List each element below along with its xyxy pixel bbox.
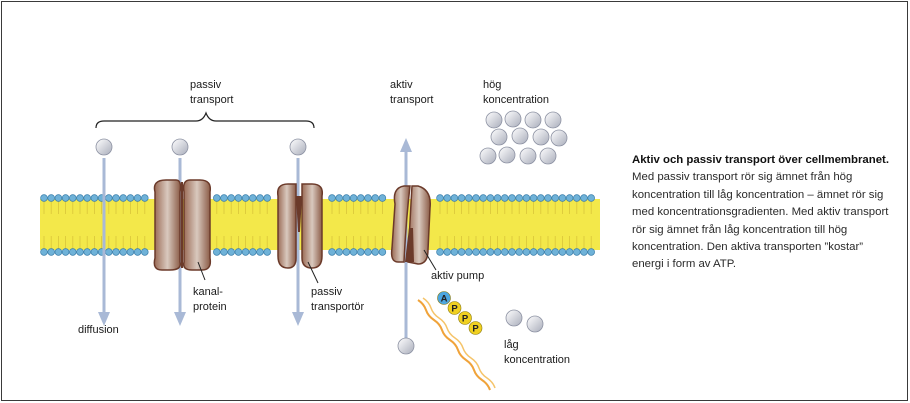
caption-title: Aktiv och passiv transport över cellmemb… [632, 154, 890, 166]
channel-protein-label: kanal- protein [193, 286, 227, 313]
passive-transporter-label: passiv transportör [311, 286, 365, 313]
active-pump-label: aktiv pump [431, 270, 485, 282]
lipid-heads-bottom [40, 248, 595, 256]
atp-adenosine: A [437, 291, 451, 305]
low-concentration-molecules [505, 309, 544, 333]
atp-phosphate: P [458, 311, 472, 325]
molecule-icon [397, 337, 415, 355]
figure-caption: Aktiv och passiv transport över cellmemb… [632, 152, 894, 274]
transporter-arrow-icon [292, 158, 304, 326]
diffusion-label: diffusion [78, 324, 119, 336]
atp-letter: A [441, 294, 448, 305]
atp-phosphate: P [468, 321, 483, 335]
molecule-icon [289, 138, 307, 156]
passive-transporter [276, 183, 324, 269]
active-pump [390, 185, 431, 265]
channel-label-pointer [197, 261, 206, 281]
caption-body: Med passiv transport rör sig ämnet från … [632, 171, 889, 271]
high-concentration-molecules [479, 110, 568, 165]
pump-label-pointer [423, 249, 437, 271]
active-arrow-icon [400, 138, 412, 343]
passive-transport-label: passiv transport [190, 79, 234, 106]
transporter-label-pointer [307, 261, 319, 284]
channel-protein [153, 179, 212, 271]
lipid-tails [43, 201, 592, 249]
energy-wave-icon [417, 299, 491, 391]
diffusion-arrow-icon [98, 158, 110, 326]
brace-icon [95, 111, 315, 129]
molecule-icon [95, 138, 113, 156]
atp-letter: P [462, 314, 469, 325]
atp-phosphate: P [447, 301, 462, 315]
atp-letter: P [472, 324, 479, 335]
lipid-heads-top [40, 194, 595, 202]
molecule-icon [171, 138, 189, 156]
high-concentration-label: hög koncentration [483, 79, 550, 106]
low-concentration-label: låg koncentration [504, 339, 571, 366]
active-transport-label: aktiv transport [390, 79, 434, 106]
atp-letter: P [451, 304, 458, 315]
